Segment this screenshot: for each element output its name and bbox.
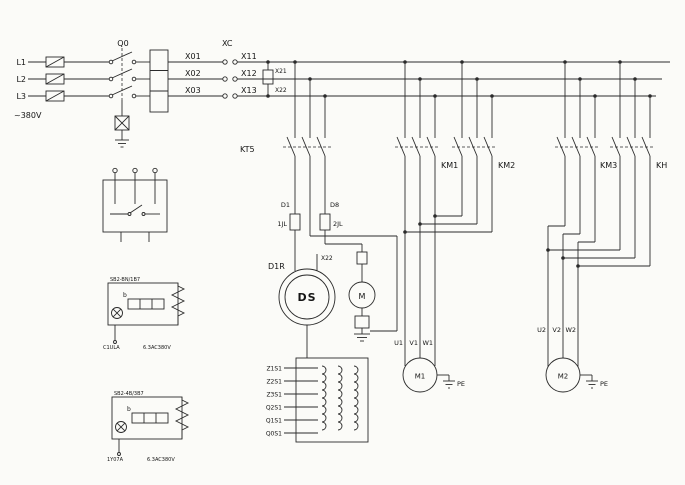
terminal-strip-icon	[127, 298, 165, 310]
thermal-kh: KH	[546, 60, 667, 268]
coil-icon	[337, 365, 343, 431]
tap-z3s1: Z3S1	[266, 392, 282, 399]
tap-z2s1: Z2S1	[266, 379, 282, 386]
fuse-2jl-label: 2JL	[333, 220, 343, 228]
contact-blade-icon	[586, 136, 596, 157]
m1-terminal-u1: U1	[394, 339, 403, 347]
contact-blade-icon	[396, 136, 406, 157]
contact-blade-icon	[611, 136, 621, 157]
panel1-knob-label: b	[123, 292, 127, 299]
contact-blade-icon	[316, 136, 326, 157]
terminal-block	[149, 49, 169, 113]
kt5-contacts: KT5	[240, 60, 331, 157]
relay-contact-icon	[129, 204, 143, 214]
motor-m1-label: M1	[415, 373, 426, 381]
connector-label: XC	[222, 39, 233, 48]
terminal-x11: X11	[241, 52, 257, 61]
switch-blade-icon	[111, 51, 133, 62]
terminal-x12: X12	[241, 69, 257, 78]
km2-label: KM2	[498, 161, 515, 170]
tap-q0s1: Q0S1	[266, 431, 282, 438]
motor-m1: U1 V1 W1 M1 PE	[394, 339, 465, 393]
relay-module	[102, 167, 168, 242]
wire-x22: X22	[275, 87, 287, 94]
wire-x21: X21	[275, 68, 287, 75]
contact-blade-icon	[626, 136, 636, 157]
km3-label: KM3	[600, 161, 617, 170]
contact-blade-icon	[426, 136, 436, 157]
phase-label-l3: L3	[16, 92, 26, 101]
rectifier-label: D1R	[268, 262, 285, 271]
contact-blade-icon	[453, 136, 463, 157]
m2-pe-label: PE	[600, 380, 608, 388]
ds-unit-inner	[284, 274, 330, 320]
panel1-bottom-right-label: 6.3AC380V	[143, 345, 171, 351]
terminal-x03: X03	[185, 86, 201, 95]
contact-blade-icon	[556, 136, 566, 157]
contact-blade-icon	[301, 136, 311, 157]
bus-lines: X21 X22	[237, 60, 670, 98]
lamp-icon	[111, 307, 123, 319]
km1-label: KM1	[441, 161, 458, 170]
resistor-icon	[170, 283, 186, 325]
contact-blade-icon	[641, 136, 651, 157]
m2-terminal-u2: U2	[537, 326, 546, 334]
contact-blade-icon	[468, 136, 478, 157]
control-panel-2: SB2-4B/3B7 b 1Y07A 6.3AC380V	[107, 391, 190, 463]
terminal-x02: X02	[185, 69, 201, 78]
terminal-x13: X13	[241, 86, 257, 95]
wire-d8: D8	[330, 201, 339, 209]
control-panel-1: SB2-BN/1B7 b C1ULA 6.3AC380V	[103, 277, 186, 351]
lamp-icon	[115, 421, 127, 433]
terminal-strip-icon	[131, 412, 169, 424]
resistor-icon	[174, 397, 190, 439]
phase-label-l2: L2	[16, 75, 26, 84]
electromagnet-label: M	[359, 292, 366, 301]
voltage-label: ~380V	[14, 111, 42, 120]
tap-z1s1: Z1S1	[266, 366, 282, 373]
phase-label-l1: L1	[16, 58, 26, 67]
tap-q1s1: Q1S1	[266, 418, 282, 425]
motor-m2-label: M2	[558, 373, 569, 381]
fuse-1jl-label: 1JL	[277, 220, 287, 228]
tap-q2s1: Q2S1	[266, 405, 282, 412]
contact-blade-icon	[286, 136, 296, 157]
breaker-q0: Q0 X01 X02 X03	[108, 39, 223, 148]
panel2-bottom-left-label: 1Y07A	[107, 457, 124, 463]
panel1-title: SB2-BN/1B7	[110, 277, 140, 283]
breaker-label: Q0	[117, 39, 128, 48]
panel2-knob-label: b	[127, 406, 131, 413]
m2-terminal-w2: W2	[565, 326, 576, 334]
contact-blade-icon	[483, 136, 493, 157]
demagnetizer-circuit: D1 1JL D8 2JL D1R X22 DS M	[268, 156, 398, 358]
terminal-x01: X01	[185, 52, 201, 61]
coil-icon	[353, 365, 359, 431]
kt5-label: KT5	[240, 145, 255, 154]
ds-unit-label: DS	[297, 291, 316, 304]
m1-terminal-v1: V1	[409, 339, 418, 347]
wire-x22-ds: X22	[321, 255, 333, 262]
m2-terminal-v2: V2	[552, 326, 561, 334]
wire-d1: D1	[281, 201, 290, 209]
power-input: L1 L2 L3 ~380V	[14, 56, 109, 120]
coil-icon	[321, 365, 327, 431]
panel1-bottom-left-label: C1ULA	[103, 345, 120, 351]
contact-blade-icon	[411, 136, 421, 157]
tap-winding-box: Z1S1 Z2S1 Z3S1 Q2S1 Q1S1 Q0S1	[266, 357, 369, 443]
m1-pe-label: PE	[457, 380, 465, 388]
motor-m2: U2 V2 W2 M2 PE	[537, 226, 608, 393]
panel2-title: SB2-4B/3B7	[114, 391, 144, 397]
contactor-km3: KM3	[548, 60, 617, 243]
contactor-km2: KM2	[403, 60, 515, 234]
contact-blade-icon	[571, 136, 581, 157]
m1-terminal-w1: W1	[422, 339, 433, 347]
panel2-bottom-right-label: 6.3AC380V	[147, 457, 175, 463]
contactor-km1: KM1	[395, 60, 458, 366]
kh-label: KH	[656, 161, 667, 170]
